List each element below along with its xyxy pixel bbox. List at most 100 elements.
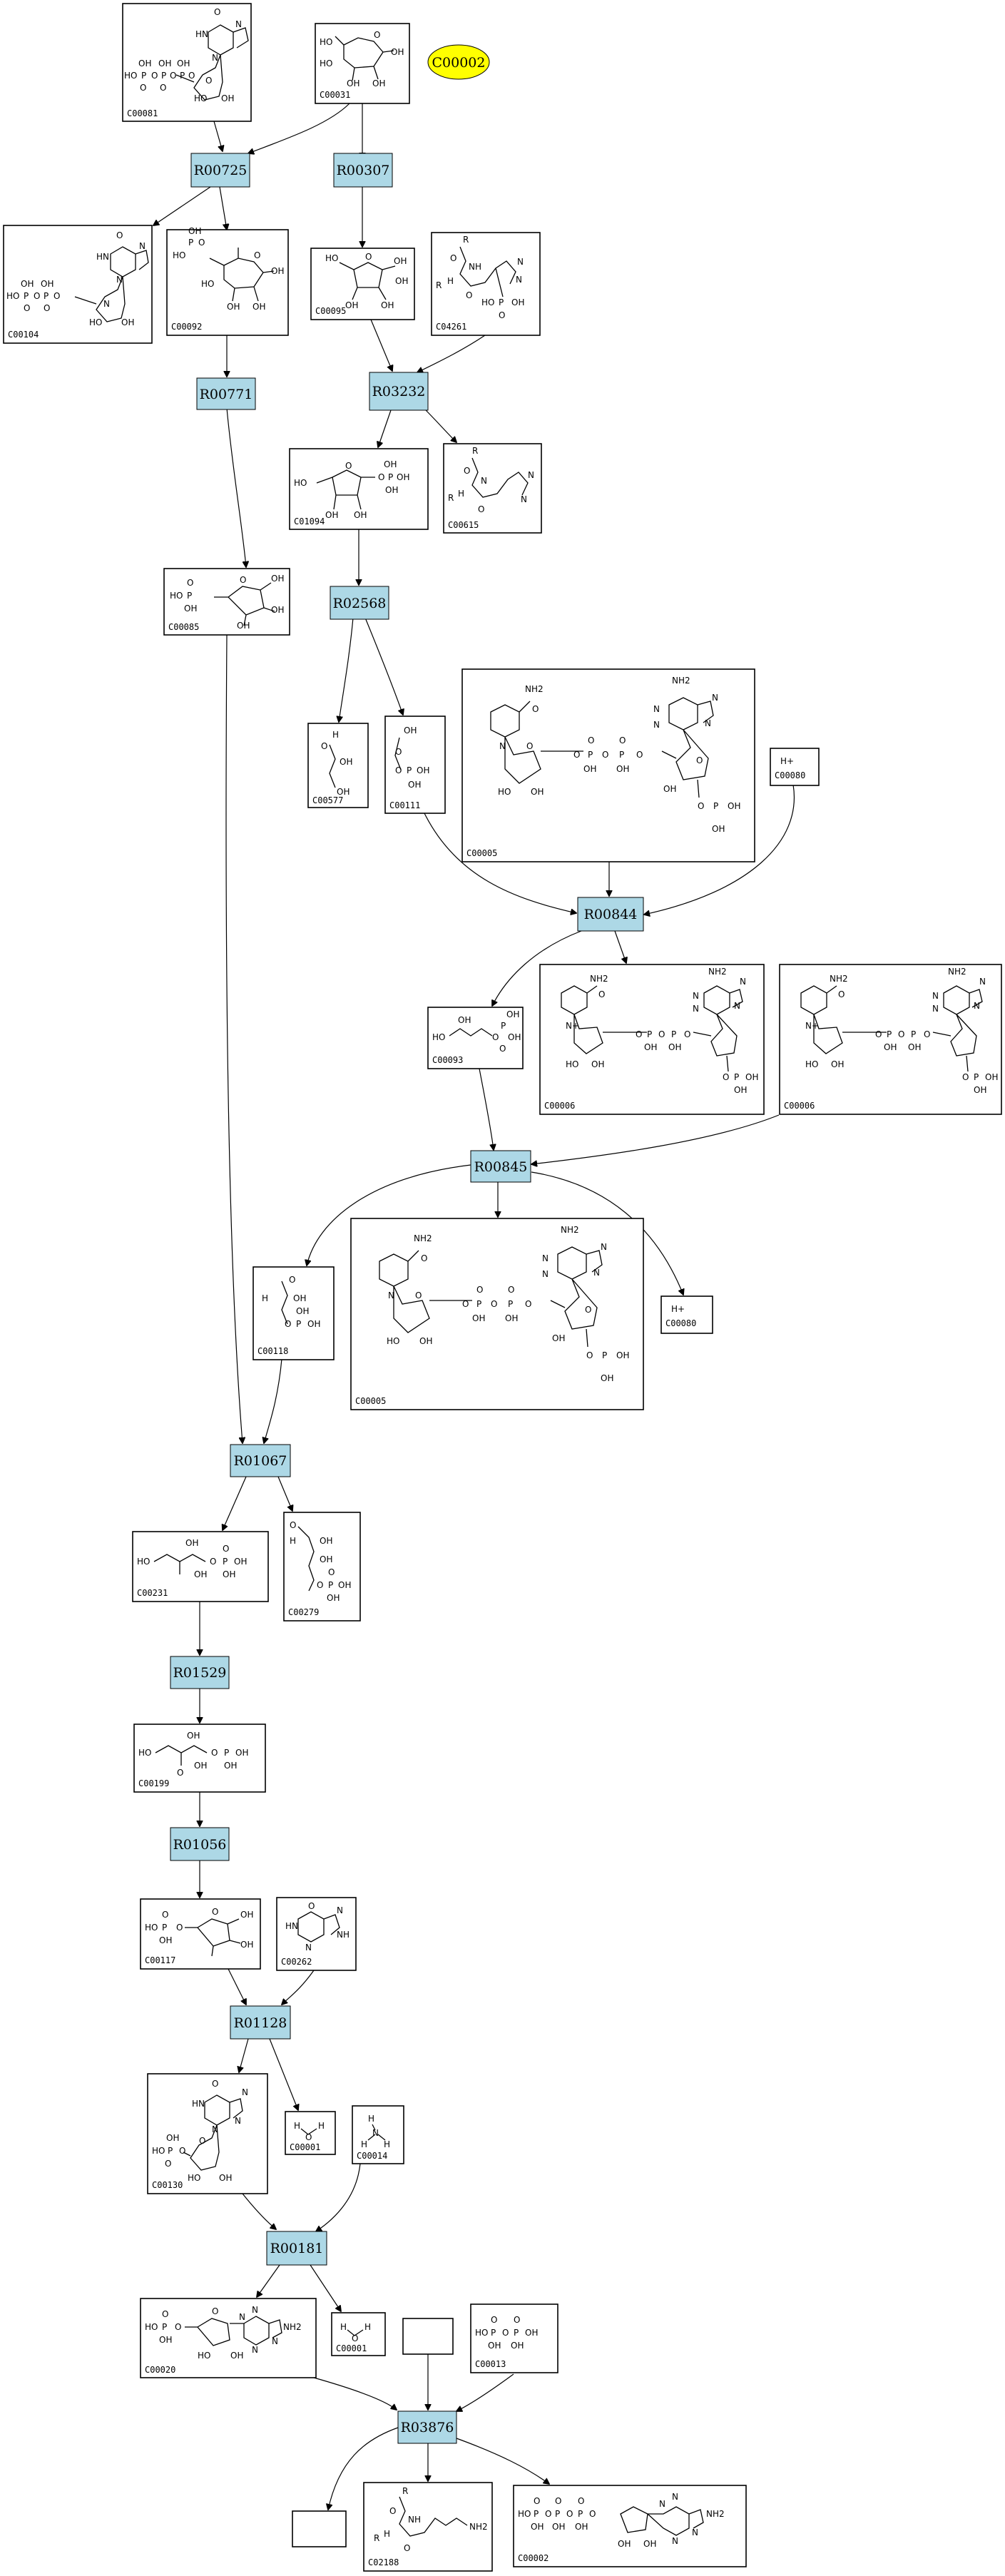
- compound-id: C02188: [368, 2557, 399, 2567]
- compound-c00002[interactable]: HO P O P O P O OH OH OH O O O NH2 N N N …: [513, 2485, 747, 2567]
- seed-node[interactable]: C00002: [427, 44, 490, 80]
- svg-text:HO: HO: [320, 37, 332, 47]
- compound-c00085[interactable]: HO P O O OH OH OH OH C00085: [163, 568, 290, 636]
- svg-text:HO: HO: [124, 71, 137, 81]
- compound-c00093[interactable]: HO OH O P OH OH O C00093: [427, 1007, 524, 1069]
- compound-c00262[interactable]: O HN N NH N C00262: [276, 1897, 357, 1971]
- compound-c00199[interactable]: HO OH O OH O P OH OH C00199: [133, 1724, 266, 1793]
- compound-c00095[interactable]: HO O OH OH OH OH C00095: [310, 248, 415, 320]
- compound-c00117[interactable]: HO P O O OH O OH OH C00117: [140, 1898, 261, 1970]
- compound-c00104[interactable]: O HN HO P O P O OH OH O O N N N HO OH C0…: [3, 225, 153, 344]
- edge-r00845-c00080b: [531, 1171, 683, 1295]
- svg-text:OH: OH: [734, 1085, 747, 1095]
- compound-id: C00231: [137, 1588, 168, 1598]
- edge-c00262-r01128: [282, 1970, 315, 2005]
- compound-c00001a[interactable]: H O H C00001: [285, 2111, 336, 2155]
- compound-c00080a[interactable]: H+ C00080: [770, 748, 820, 786]
- compound-id: C00117: [145, 1955, 175, 1965]
- svg-text:HO: HO: [566, 1059, 578, 1069]
- svg-text:H: H: [368, 2114, 374, 2124]
- svg-text:N: N: [653, 704, 660, 714]
- compound-c00006b[interactable]: NH2 O N+ O P O P O OH OH HO OH NH2 N N N…: [779, 964, 1002, 1115]
- svg-text:O: O: [545, 2509, 551, 2519]
- svg-text:OH: OH: [618, 2539, 631, 2549]
- svg-text:O: O: [290, 1520, 296, 1530]
- compound-c00001b[interactable]: H O H C00001: [331, 2312, 386, 2356]
- svg-text:N: N: [235, 2116, 241, 2126]
- compound-empty-top[interactable]: [402, 2318, 454, 2355]
- compound-c00111[interactable]: OH O O P OH OH C00111: [384, 716, 446, 814]
- compound-c00231[interactable]: HO OH O P OH OH O OH C00231: [132, 1531, 269, 1602]
- reactions-layer: R00725 R00307 R00771 R03232 R02568 R0084…: [170, 153, 644, 2444]
- compound-c00006a[interactable]: NH2 O N+ O P O P O OH OH HO OH NH2 N N N…: [539, 964, 765, 1115]
- reaction-r00771[interactable]: R00771: [196, 377, 256, 410]
- svg-text:O: O: [514, 2315, 520, 2325]
- svg-text:HN: HN: [285, 1921, 298, 1931]
- svg-text:N: N: [979, 977, 986, 987]
- compound-c00005b[interactable]: NH2 O N O O P O P O OH OH O O HO OH NH2 …: [350, 1218, 644, 1410]
- reaction-r03232[interactable]: R03232: [369, 372, 429, 411]
- edge-r01067-c00279: [277, 1476, 292, 1511]
- svg-text:O: O: [462, 1299, 469, 1309]
- compound-c00080b[interactable]: H+ C00080: [660, 1295, 713, 1334]
- compound-c00020[interactable]: HO P O OH O O NH2 N N N N HO OH C00020: [140, 2298, 317, 2378]
- svg-text:N: N: [932, 1004, 939, 1014]
- reaction-r01056[interactable]: R01056: [170, 1827, 230, 1861]
- compound-c00577[interactable]: H O OH OH C00577: [307, 723, 369, 808]
- svg-text:O: O: [492, 1032, 499, 1042]
- svg-text:HO: HO: [145, 1923, 158, 1933]
- reaction-label: R00181: [270, 2241, 324, 2256]
- edge-c00006b-r00845: [531, 1114, 780, 1164]
- reaction-r00845[interactable]: R00845: [470, 1150, 531, 1183]
- reaction-r02568[interactable]: R02568: [330, 586, 389, 620]
- compound-c04261[interactable]: R O NH N R H O N HO P OH O C04261: [431, 232, 541, 336]
- svg-text:O: O: [589, 2509, 596, 2519]
- svg-text:O: O: [285, 1319, 291, 1329]
- svg-text:O: O: [602, 750, 608, 760]
- svg-text:HO: HO: [518, 2509, 531, 2519]
- compound-c00118[interactable]: O H OH O P OH OH C00118: [252, 1266, 335, 1360]
- compound-c00615[interactable]: R O N N R H O N C00615: [443, 443, 542, 534]
- reaction-r01128[interactable]: R01128: [230, 2005, 291, 2040]
- compound-c00279[interactable]: O H OH OH O P OH OH O C00279: [283, 1512, 361, 1622]
- svg-text:P: P: [328, 1580, 333, 1590]
- reaction-r00307[interactable]: R00307: [333, 153, 393, 188]
- compound-c00092[interactable]: P HO O OH O HO OH OH OH C00092: [166, 226, 289, 336]
- svg-text:O: O: [573, 750, 580, 760]
- compound-c02188[interactable]: R O NH NH2 R H O C02188: [363, 2482, 493, 2572]
- svg-text:OH: OH: [320, 1536, 332, 1546]
- svg-text:O: O: [586, 1350, 593, 1360]
- reaction-label: R00845: [474, 1159, 528, 1175]
- svg-text:N: N: [974, 1001, 980, 1011]
- svg-text:P: P: [388, 472, 393, 482]
- svg-text:P: P: [407, 765, 412, 775]
- compound-id: C00093: [432, 1055, 463, 1065]
- reaction-r00844[interactable]: R00844: [577, 897, 644, 932]
- reaction-r01529[interactable]: R01529: [170, 1656, 230, 1689]
- compound-c01094[interactable]: HO O O P OH OH OH OH OH C01094: [289, 448, 429, 530]
- reaction-r00181[interactable]: R00181: [266, 2231, 327, 2266]
- reaction-r03876[interactable]: R03876: [397, 2410, 457, 2444]
- svg-text:O: O: [636, 1029, 642, 1039]
- svg-text:O: O: [502, 2328, 509, 2338]
- reaction-label: R00725: [194, 163, 248, 178]
- compound-c00130[interactable]: O HN N N N HO P O OH O O HO OH C00130: [147, 2073, 268, 2194]
- svg-text:R: R: [463, 235, 469, 245]
- reaction-r01067[interactable]: R01067: [230, 1444, 291, 1477]
- compound-c00013[interactable]: HO P O P OH OH OH O O C00013: [470, 2303, 558, 2373]
- reaction-label: R03232: [372, 384, 426, 399]
- svg-text:P: P: [974, 1072, 979, 1082]
- compound-c00081[interactable]: O HN N N HO P O P O P O OH OH OH O O O H…: [122, 3, 252, 122]
- compound-c00031[interactable]: HO O OH HO OH OH C00031: [315, 23, 410, 104]
- compound-c00014[interactable]: H N H H C00014: [352, 2105, 404, 2164]
- svg-text:O: O: [317, 1580, 323, 1590]
- svg-text:O: O: [212, 1907, 218, 1917]
- compound-c00005a[interactable]: NH2 O N O O P O P O OH OH O O HO OH NH2 …: [461, 668, 755, 862]
- svg-text:OH: OH: [531, 2522, 544, 2532]
- reaction-r00725[interactable]: R00725: [190, 153, 250, 188]
- compound-empty-bottom[interactable]: [292, 2510, 347, 2547]
- svg-text:OH: OH: [21, 279, 34, 289]
- svg-text:O: O: [210, 1557, 216, 1567]
- svg-text:O: O: [421, 1253, 427, 1263]
